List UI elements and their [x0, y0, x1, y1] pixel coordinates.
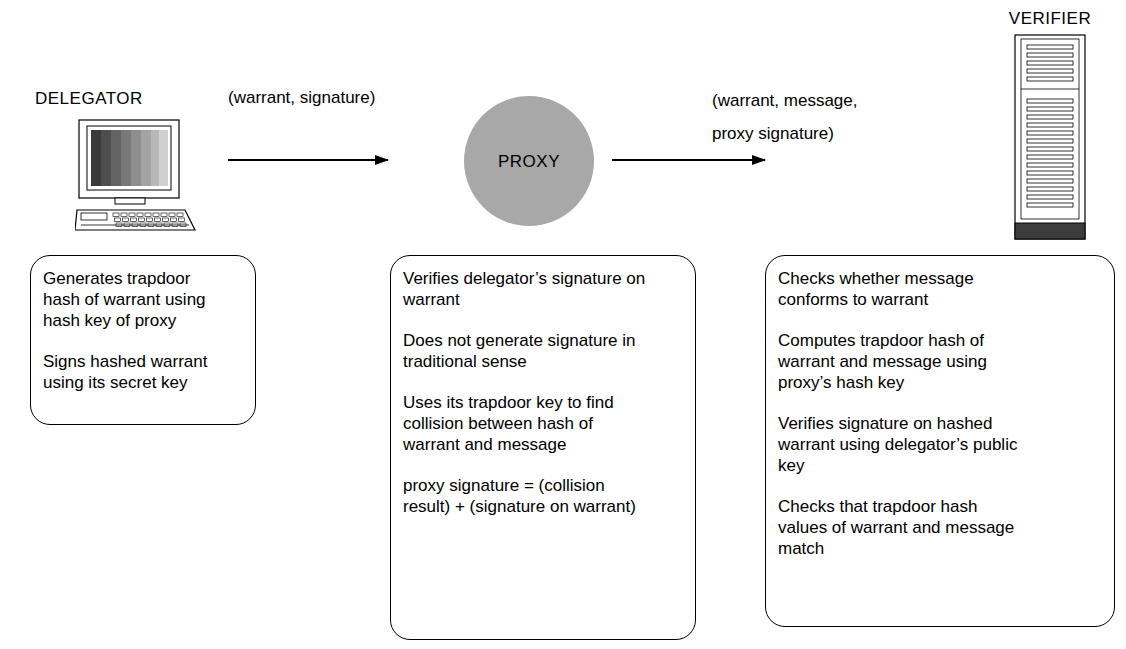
box-text: proxy signature = (collision result) + (… — [403, 475, 653, 517]
actor-label: DELEGATOR — [35, 88, 205, 109]
box-text: Verifies delegator’s signature on warran… — [403, 268, 653, 310]
process-box: Checks whether message conforms to warra… — [765, 255, 1115, 627]
actor-label: VERIFIER — [1000, 8, 1100, 29]
box-text: Uses its trapdoor key to find collision … — [403, 392, 653, 455]
process-box: Generates trapdoor hash of warrant using… — [30, 255, 256, 425]
box-text: Does not generate signature in tradition… — [403, 330, 653, 372]
box-text: Checks whether message conforms to warra… — [778, 268, 1028, 310]
box-text: Signs hashed warrant using its secret ke… — [43, 351, 213, 393]
arrow-connector — [612, 159, 765, 161]
verifier-node: VERIFIER — [1000, 8, 1100, 242]
process-box: Verifies delegator’s signature on warran… — [390, 255, 696, 640]
box-text: Checks that trapdoor hash values of warr… — [778, 496, 1028, 559]
edge-label: (warrant, signature) — [228, 88, 403, 108]
delegator-node: DELEGATOR — [35, 88, 205, 238]
server-icon — [1013, 33, 1087, 241]
actor-label: PROXY — [498, 151, 560, 172]
box-text: Verifies signature on hashed warrant usi… — [778, 413, 1028, 476]
computer-icon — [75, 118, 200, 236]
proxy-circle: PROXY — [463, 95, 595, 227]
box-text: Generates trapdoor hash of warrant using… — [43, 268, 213, 331]
box-text: Computes trapdoor hash of warrant and me… — [778, 330, 1028, 393]
arrow-connector — [228, 159, 388, 161]
edge-label: (warrant, message, proxy signature) — [712, 84, 884, 150]
